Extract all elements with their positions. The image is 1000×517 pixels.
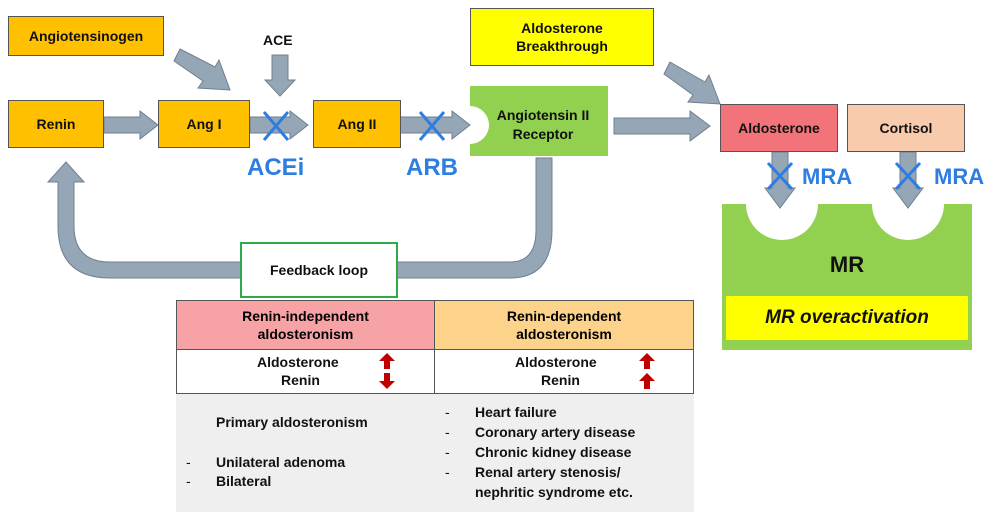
aldosteronism-table: Renin-independent aldosteronism Renin-de… bbox=[176, 300, 694, 512]
renin-label: Renin bbox=[36, 116, 76, 132]
ang1-box: Ang I bbox=[158, 100, 250, 148]
ace-label: ACE bbox=[263, 32, 293, 48]
right-item-dash-3: - bbox=[445, 444, 450, 460]
feedback-loop-box: Feedback loop bbox=[240, 242, 398, 298]
right-item-3: Chronic kidney disease bbox=[475, 444, 632, 460]
arrow-breakthrough-diagonal bbox=[663, 61, 721, 105]
breakthrough-line2: Breakthrough bbox=[516, 38, 608, 54]
mra-right-block-x-icon bbox=[894, 161, 922, 191]
receptor-line2: Receptor bbox=[512, 126, 574, 142]
right-item-4: Renal artery stenosis/ bbox=[475, 464, 621, 480]
ang1-label: Ang I bbox=[186, 116, 222, 132]
arrow-aldosterone-to-mr bbox=[764, 151, 796, 209]
breakthrough-line1: Aldosterone bbox=[521, 20, 603, 36]
left-item-2: Bilateral bbox=[216, 473, 272, 489]
up-arrow-icon bbox=[639, 353, 655, 369]
receptor-label: Angiotensin II Receptor bbox=[478, 106, 608, 144]
arrow-feedback-loop bbox=[46, 157, 553, 279]
cortisol-label: Cortisol bbox=[879, 120, 933, 136]
table-body-right: - Heart failure - Coronary artery diseas… bbox=[435, 394, 694, 512]
header-right-line2: aldosteronism bbox=[516, 326, 612, 342]
left-marker-icons bbox=[379, 353, 395, 389]
arrow-renin-to-ang1 bbox=[103, 109, 159, 141]
mra-right-label: MRA bbox=[934, 164, 985, 189]
left-item-1: Unilateral adenoma bbox=[216, 454, 346, 470]
left-renin-label: Renin bbox=[281, 372, 320, 388]
right-renin-label: Renin bbox=[541, 372, 580, 388]
arrow-ace-down bbox=[263, 54, 297, 97]
aldosterone-label: Aldosterone bbox=[738, 120, 820, 136]
arb-block-x-icon bbox=[418, 111, 446, 141]
right-item-1: Heart failure bbox=[475, 404, 557, 420]
cortisol-box: Cortisol bbox=[847, 104, 965, 152]
right-item-dash-2: - bbox=[445, 424, 450, 440]
table-header-right: Renin-dependent aldosteronism bbox=[435, 300, 694, 350]
primary-aldosteronism-title: Primary aldosteronism bbox=[216, 414, 368, 430]
arb-label: ARB bbox=[406, 154, 458, 181]
mr-overactivation-box: MR overactivation bbox=[726, 296, 968, 340]
right-aldosterone-label: Aldosterone bbox=[515, 354, 597, 370]
angiotensinogen-label: Angiotensinogen bbox=[28, 28, 144, 44]
right-item-5: nephritic syndrome etc. bbox=[475, 484, 633, 500]
left-aldosterone-label: Aldosterone bbox=[257, 354, 339, 370]
table-body-left: Primary aldosteronism - Unilateral adeno… bbox=[176, 394, 435, 512]
receptor-line1: Angiotensin II bbox=[496, 107, 590, 123]
mra-left-block-x-icon bbox=[766, 161, 794, 191]
table-marker-left: Aldosterone Renin bbox=[176, 350, 435, 394]
arrow-cortisol-to-mr bbox=[892, 151, 924, 209]
right-item-2: Coronary artery disease bbox=[475, 424, 636, 440]
down-arrow-icon bbox=[379, 373, 395, 389]
left-item-dash-1: - bbox=[186, 454, 191, 470]
left-item-dash-2: - bbox=[186, 473, 191, 489]
ang2-box: Ang II bbox=[313, 100, 401, 148]
right-item-dash-4: - bbox=[445, 464, 450, 480]
right-item-dash-1: - bbox=[445, 404, 450, 420]
table-marker-right: Aldosterone Renin bbox=[435, 350, 694, 394]
renin-box: Renin bbox=[8, 100, 104, 148]
aldosterone-box: Aldosterone bbox=[720, 104, 838, 152]
arrow-angiotensinogen-diagonal bbox=[173, 48, 231, 91]
mra-left-label: MRA bbox=[802, 164, 853, 189]
ang2-label: Ang II bbox=[337, 116, 377, 132]
header-left-line1: Renin-independent bbox=[242, 308, 369, 324]
right-marker-icons bbox=[639, 353, 655, 389]
header-left-line2: aldosteronism bbox=[257, 326, 354, 342]
breakthrough-box: Aldosterone Breakthrough bbox=[470, 8, 654, 66]
arrow-ang2-to-receptor bbox=[399, 109, 471, 141]
feedback-loop-label: Feedback loop bbox=[269, 262, 369, 278]
mr-label: MR bbox=[829, 252, 865, 277]
arrow-ang1-to-ang2 bbox=[249, 109, 309, 141]
header-right-line1: Renin-dependent bbox=[506, 308, 622, 324]
arrow-receptor-to-aldosterone bbox=[613, 110, 711, 142]
mr-overactivation-label: MR overactivation bbox=[765, 307, 929, 328]
table-header-left: Renin-independent aldosteronism bbox=[176, 300, 435, 350]
angiotensinogen-box: Angiotensinogen bbox=[8, 16, 164, 56]
up-arrow-icon bbox=[379, 353, 395, 369]
acei-label: ACEi bbox=[247, 154, 305, 181]
acei-block-x-icon bbox=[262, 111, 290, 141]
up-arrow-icon bbox=[639, 373, 655, 389]
